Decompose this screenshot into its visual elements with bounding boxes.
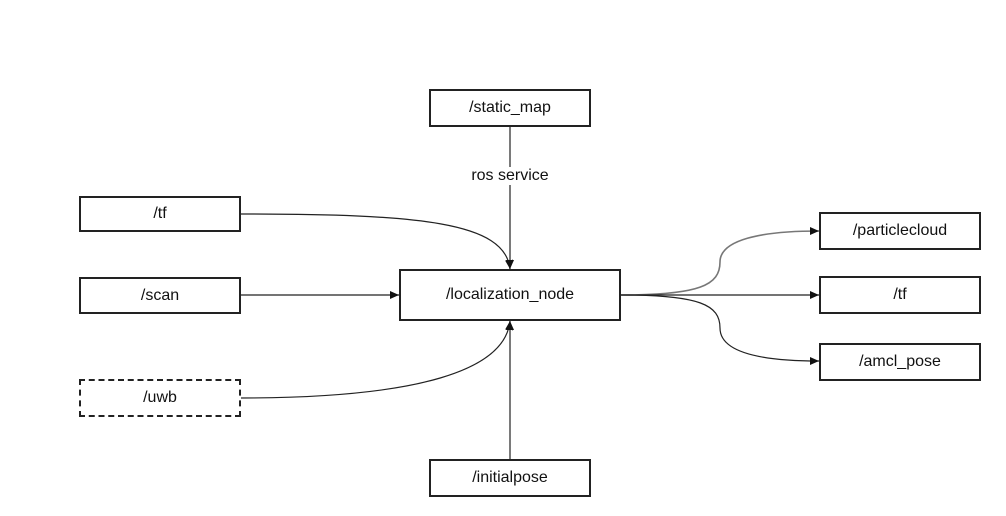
node-tf-input[interactable]: /tf — [79, 196, 241, 232]
edge-tf-to-localization — [239, 213, 514, 270]
node-amcl-pose[interactable]: /amcl_pose — [819, 343, 981, 381]
node-initialpose[interactable]: /initialpose — [429, 459, 591, 497]
node-scan[interactable]: /scan — [79, 277, 241, 314]
node-uwb[interactable]: /uwb — [79, 379, 241, 417]
node-localization[interactable]: /localization_node — [399, 269, 621, 321]
edge-localization-to-amcl-pose — [620, 294, 820, 365]
edge-label-ros-service: ros service — [467, 167, 553, 185]
edge-uwb-to-localization — [239, 320, 514, 399]
node-tf-output[interactable]: /tf — [819, 276, 981, 314]
edge-localization-to-particlecloud — [620, 227, 820, 296]
node-particlecloud[interactable]: /particlecloud — [819, 212, 981, 250]
node-static-map[interactable]: /static_map — [429, 89, 591, 127]
